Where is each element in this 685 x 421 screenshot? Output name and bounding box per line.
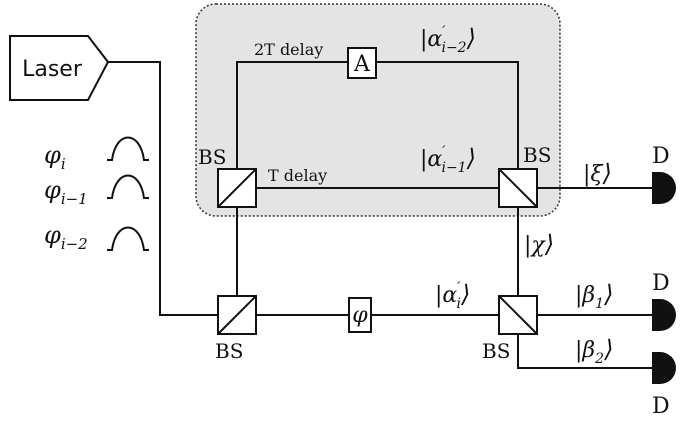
state-alpha-i-1: |α′i−1⟩ [420, 144, 476, 176]
state-chi: |χ⟩ [524, 230, 554, 258]
pulse-i-1-label: φi−1 [44, 176, 88, 208]
beta2-output-path [517, 334, 652, 369]
attenuator: A [347, 47, 377, 79]
state-xi: |ξ⟩ [583, 159, 612, 187]
pulse-i-2-shape [107, 226, 149, 251]
attenuator-box [347, 47, 377, 79]
bs-lower-right-diagonal [498, 295, 538, 335]
optical-paths [108, 61, 652, 369]
detector-beta1-shape [652, 299, 676, 331]
bs-upper-right [498, 168, 538, 208]
pulse-i-2: φi−2 [44, 221, 149, 253]
phase-modulator-box [348, 297, 372, 333]
detector-xi-shape [652, 172, 676, 204]
bs-lower-right-label: BS [482, 339, 510, 363]
pulse-i-shape [107, 136, 149, 161]
long-delay-path-right [376, 61, 519, 169]
detector-xi: D [652, 144, 676, 204]
laser-shape [9, 35, 110, 101]
pulse-i-1: φi−1 [44, 174, 149, 208]
laser-feed-path [108, 61, 218, 316]
pulse-train: φi φi−1 φi−2 [44, 136, 149, 253]
detector-beta2-shape [652, 352, 676, 384]
bs-lower-left-diagonal [217, 295, 257, 335]
pulse-i: φi [44, 136, 149, 173]
bs-lower-left [217, 295, 257, 335]
detector-xi-label: D [652, 144, 670, 169]
phase-modulator-label: φ [352, 303, 368, 328]
state-alpha-i-2: |α′i−2⟩ [420, 24, 476, 56]
state-alpha-i: |α′i⟩ [435, 280, 470, 312]
bs-upper-left-label: BS [198, 145, 226, 169]
attenuator-label: A [353, 52, 371, 77]
bs-upper-right-diagonal [498, 168, 538, 208]
short-delay-label: T delay [268, 166, 327, 185]
bs-lower-right [498, 295, 538, 335]
bs-upper-right-label: BS [523, 143, 551, 167]
pulse-i-label: φi [44, 141, 66, 173]
bs-upper-left [217, 168, 257, 208]
long-delay-label: 2T delay [254, 40, 323, 59]
state-beta2: |β2⟩ [575, 335, 613, 367]
state-beta1: |β1⟩ [575, 280, 613, 312]
detector-beta2: D [652, 352, 676, 419]
pulse-i-2-label: φi−2 [44, 221, 88, 253]
delay-interferometer-region [195, 3, 561, 217]
detector-beta2-label: D [652, 394, 670, 419]
bs-lower-left-label: BS [215, 339, 243, 363]
phase-modulator: φ [348, 297, 372, 333]
detector-beta1-label: D [652, 271, 670, 296]
bs-upper-left-diagonal [217, 168, 257, 208]
laser-label: Laser [22, 57, 83, 82]
detector-beta1: D [652, 271, 676, 331]
long-delay-path [236, 61, 348, 169]
pulse-i-1-shape [107, 174, 149, 199]
laser-source: Laser [9, 35, 110, 101]
